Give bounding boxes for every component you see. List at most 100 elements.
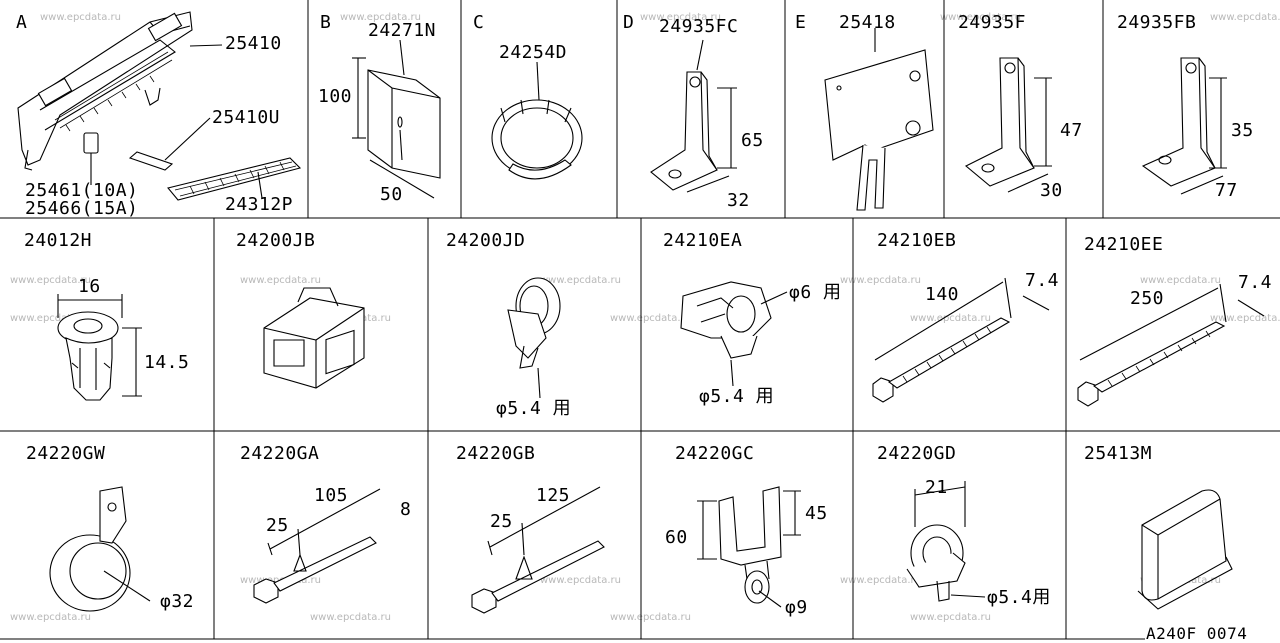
dimension-label: 100 bbox=[318, 86, 353, 107]
note-label: φ5.4 用 bbox=[699, 386, 775, 407]
note-label: φ6 用 bbox=[789, 282, 842, 303]
bracket-drawing bbox=[1103, 0, 1280, 218]
section-ga: 24220GA 105 25 8 bbox=[214, 431, 428, 639]
section-c: C 24254D bbox=[461, 0, 617, 218]
part-number: 24220GW bbox=[26, 443, 106, 464]
watermark: www.epcdata.ru bbox=[1140, 275, 1221, 286]
part-number: 25418 bbox=[839, 12, 896, 33]
watermark: www.epcdata.ru bbox=[1210, 12, 1280, 23]
dimension-label: 30 bbox=[1040, 180, 1063, 201]
part-number: 24210EE bbox=[1084, 234, 1164, 255]
section-ea: 24210EA φ6 用 φ5.4 用 bbox=[641, 218, 853, 431]
part-number: 24200JD bbox=[446, 230, 526, 251]
watermark: www.epcdata.ru bbox=[840, 575, 921, 586]
dimension-label: 77 bbox=[1215, 180, 1238, 201]
pipe-clamp-drawing bbox=[0, 431, 214, 639]
pad-drawing bbox=[308, 0, 461, 218]
part-number: 25410 bbox=[225, 33, 282, 54]
rubber-cap-drawing bbox=[1066, 431, 1280, 639]
part-number: 25466(15A) bbox=[25, 198, 139, 219]
dimension-label: 25 bbox=[490, 511, 513, 532]
dimension-label: 8 bbox=[400, 499, 412, 520]
dimension-label: 50 bbox=[380, 184, 403, 205]
part-number: 25461(10A) bbox=[25, 180, 139, 201]
section-letter: A bbox=[16, 12, 28, 33]
dimension-label: 32 bbox=[727, 190, 750, 211]
watermark: www.epcdata.ru bbox=[910, 313, 991, 324]
section-eb: 24210EB 140 7.4 bbox=[853, 218, 1066, 431]
watermark: www.epcdata.ru bbox=[910, 612, 991, 623]
note-label: φ9 bbox=[785, 597, 808, 618]
plate-bracket-drawing bbox=[785, 0, 944, 218]
section-letter: D bbox=[623, 12, 635, 33]
dimension-label: 25 bbox=[266, 515, 289, 536]
watermark: www.epcdata.ru bbox=[240, 275, 321, 286]
fuse-holder-drawing bbox=[0, 0, 308, 218]
section-gw: 24220GW φ32 bbox=[0, 431, 214, 639]
section-m: 25413M bbox=[1066, 431, 1280, 639]
watermark: www.epcdata.ru bbox=[840, 275, 921, 286]
harness-clip-drawing bbox=[428, 218, 641, 431]
part-number: 24254D bbox=[499, 42, 568, 63]
watermark: www.epcdata.ru bbox=[310, 612, 391, 623]
part-number: 25413M bbox=[1084, 443, 1153, 464]
part-number: 24220GC bbox=[675, 443, 755, 464]
part-number: 24220GA bbox=[240, 443, 320, 464]
section-f: 24935F 47 30 bbox=[944, 0, 1103, 218]
part-number: 25410U bbox=[212, 107, 281, 128]
grommet-clip-drawing bbox=[0, 218, 214, 431]
watermark: www.epcdata.ru bbox=[540, 275, 621, 286]
watermark: www.epcdata.ru bbox=[610, 612, 691, 623]
section-letter: E bbox=[795, 12, 807, 33]
dimension-label: 105 bbox=[314, 485, 349, 506]
bracket-drawing bbox=[617, 0, 785, 218]
harness-clip-drawing bbox=[853, 431, 1066, 639]
drawing-code: A240F 0074 bbox=[1146, 624, 1248, 643]
cable-tie-drawing bbox=[853, 218, 1066, 431]
part-number: 24210EB bbox=[877, 230, 957, 251]
section-b: B 24271N 100 50 bbox=[308, 0, 461, 218]
watermark: www.epcdata.ru bbox=[940, 12, 1021, 23]
watermark: www.epcdata.ru bbox=[40, 12, 121, 23]
watermark: www.epcdata.ru bbox=[10, 313, 91, 324]
dimension-label: 7.4 bbox=[1025, 270, 1060, 291]
watermark: www.epcdata.ru bbox=[610, 313, 691, 324]
dimension-label: 65 bbox=[741, 130, 764, 151]
part-number: 24271N bbox=[368, 20, 437, 41]
dimension-label: 125 bbox=[536, 485, 571, 506]
part-number: 24200JB bbox=[236, 230, 316, 251]
part-number: 24935FB bbox=[1117, 12, 1197, 33]
watermark: www.epcdata.ru bbox=[10, 275, 91, 286]
watermark: www.epcdata.ru bbox=[540, 575, 621, 586]
note-label: φ5.4 用 bbox=[496, 398, 572, 419]
clip-tie-drawing bbox=[428, 431, 641, 639]
watermark: www.epcdata.ru bbox=[10, 612, 91, 623]
u-clamp-drawing bbox=[641, 431, 853, 639]
part-number: 24220GB bbox=[456, 443, 536, 464]
section-gb: 24220GB 125 25 bbox=[428, 431, 641, 639]
note-label: φ32 bbox=[160, 591, 195, 612]
watermark: www.epcdata.ru bbox=[640, 12, 721, 23]
part-number: 24012H bbox=[24, 230, 93, 251]
part-number: 24220GD bbox=[877, 443, 957, 464]
bracket-drawing bbox=[944, 0, 1103, 218]
ring-clamp-drawing bbox=[461, 0, 617, 218]
dimension-label: 35 bbox=[1231, 120, 1254, 141]
part-number: 24935F bbox=[958, 12, 1027, 33]
part-number: 24210EA bbox=[663, 230, 743, 251]
note-label: φ5.4用 bbox=[987, 587, 1051, 608]
section-e: E 25418 bbox=[785, 0, 944, 218]
section-gc: 24220GC 45 60 φ9 bbox=[641, 431, 853, 639]
dimension-label: 14.5 bbox=[144, 352, 190, 373]
section-d: D 24935FC 65 32 bbox=[617, 0, 785, 218]
section-jd: 24200JD φ5.4 用 bbox=[428, 218, 641, 431]
section-jb: 24200JB bbox=[214, 218, 428, 431]
section-letter: C bbox=[473, 12, 485, 33]
dimension-label: 45 bbox=[805, 503, 828, 524]
section-gd: 24220GD 21 φ5.4用 bbox=[853, 431, 1066, 639]
dimension-label: 7.4 bbox=[1238, 272, 1273, 293]
double-clip-drawing bbox=[641, 218, 853, 431]
section-letter: B bbox=[320, 12, 332, 33]
